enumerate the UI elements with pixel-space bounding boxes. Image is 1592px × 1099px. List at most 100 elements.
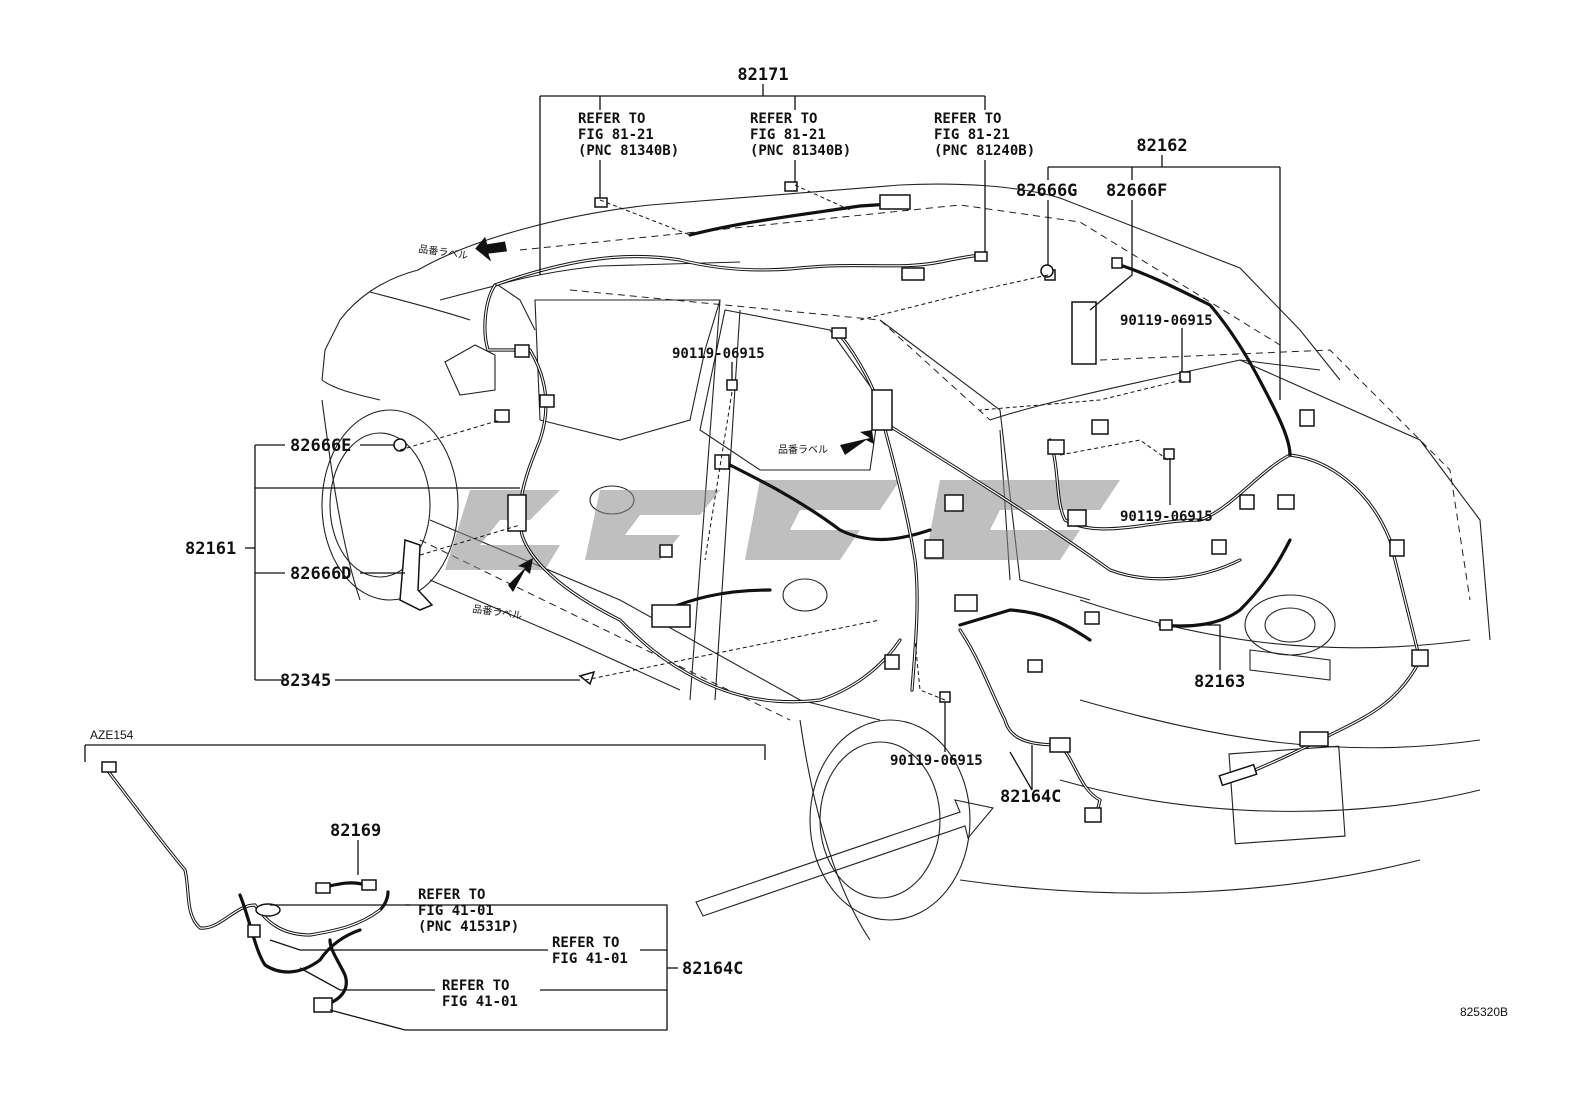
connector — [651, 604, 691, 628]
connector — [784, 181, 798, 192]
connector-group — [393, 181, 1429, 823]
connector — [494, 409, 510, 423]
connector — [361, 879, 377, 891]
arrow-icon — [508, 558, 533, 592]
connector — [1084, 807, 1102, 823]
clip-82666g-icon — [1040, 264, 1054, 278]
bolt-icon — [1179, 371, 1191, 383]
ref-r2-line3: (PNC 81340B) — [750, 143, 851, 159]
connector — [514, 344, 530, 358]
ref-r5-line2: FIG 41-01 — [552, 951, 628, 967]
main-harness-82161 — [838, 333, 1242, 692]
connector — [1411, 649, 1429, 667]
connector — [1027, 659, 1043, 673]
connector — [924, 539, 944, 559]
connector — [1218, 763, 1258, 787]
main-harness-82171 — [483, 201, 987, 704]
connector — [944, 494, 964, 512]
clip-82666e-icon — [393, 438, 407, 452]
grommet-icon — [255, 903, 281, 917]
ref-r1-line1: REFER TO — [578, 111, 645, 127]
connector — [1211, 539, 1227, 555]
connector — [594, 197, 608, 208]
connector — [1084, 611, 1100, 625]
connector — [879, 194, 911, 210]
part-82161-label[interactable]: 82161 — [185, 539, 236, 559]
connector — [1049, 737, 1071, 753]
part-82163-label[interactable]: 82163 — [1194, 672, 1245, 692]
ref-r3-line1: REFER TO — [934, 111, 1001, 127]
part-82345-label[interactable]: 82345 — [280, 671, 331, 691]
connector — [901, 267, 925, 281]
ref-r3-line2: FIG 81-21 — [934, 127, 1010, 143]
connector — [315, 882, 331, 894]
connector — [101, 761, 117, 773]
bolt-icon — [726, 379, 738, 391]
part-82171-label[interactable]: 82171 — [737, 65, 788, 85]
label-note-jp-2: 品番ラベル — [778, 444, 828, 456]
label-note-jp-3: 品番ラベル — [472, 603, 523, 622]
part-82666d-label[interactable]: 82666D — [290, 564, 351, 584]
connector — [313, 997, 333, 1013]
ref-r6-line1: REFER TO — [442, 978, 509, 994]
part-82666e-label[interactable]: 82666E — [290, 436, 351, 456]
connector — [507, 494, 527, 532]
part-82666g-label[interactable]: 82666G — [1016, 181, 1077, 201]
ref-r6-line2: FIG 41-01 — [442, 994, 518, 1010]
connector — [974, 251, 988, 262]
part-82666f-label[interactable]: 82666F — [1106, 181, 1167, 201]
connector — [871, 389, 893, 431]
main-harness-82162 — [1048, 263, 1422, 662]
watermark-logo — [445, 480, 1120, 570]
connector — [831, 327, 847, 339]
arrow-icon — [840, 430, 874, 455]
connector — [1239, 494, 1255, 510]
ref-r2-line1: REFER TO — [750, 111, 817, 127]
connector — [1111, 257, 1123, 269]
connector — [1389, 539, 1405, 557]
bolt-icon — [939, 691, 951, 703]
ref-r5-line1: REFER TO — [552, 935, 619, 951]
connector — [1091, 419, 1109, 435]
connector — [954, 594, 978, 612]
connector — [1277, 494, 1295, 510]
part-90119-label-b[interactable]: 90119-06915 — [672, 346, 765, 362]
clip-82345-icon — [578, 670, 596, 686]
ref-r4-line2: FIG 41-01 — [418, 903, 494, 919]
part-82162-label[interactable]: 82162 — [1136, 136, 1187, 156]
connector — [539, 394, 555, 408]
connector — [1299, 409, 1315, 427]
connector — [1067, 509, 1087, 527]
diagram-code: 825320B — [1460, 1005, 1508, 1019]
part-82164c-label-inset[interactable]: 82164C — [682, 959, 743, 979]
part-82164c-label-main[interactable]: 82164C — [1000, 787, 1061, 807]
ref-r1-line2: FIG 81-21 — [578, 127, 654, 143]
connector — [1047, 439, 1065, 455]
part-82169-label[interactable]: 82169 — [330, 821, 381, 841]
arrow-icon — [475, 236, 508, 262]
part-labels: 82171 REFER TO FIG 81-21 (PNC 81340B) RE… — [90, 65, 1508, 1019]
main-harness-82164C — [958, 608, 1422, 822]
part-90119-label-d[interactable]: 90119-06915 — [890, 753, 983, 769]
relay-block — [1071, 301, 1097, 365]
ref-r4-line1: REFER TO — [418, 887, 485, 903]
connector — [1159, 619, 1173, 631]
ref-r4-line3: (PNC 41531P) — [418, 919, 519, 935]
leader-lines — [245, 84, 1281, 791]
ref-r3-line3: (PNC 81240B) — [934, 143, 1035, 159]
label-note-jp-1: 品番ラベル — [418, 243, 469, 262]
ref-r1-line3: (PNC 81340B) — [578, 143, 679, 159]
bracket-82666d-icon — [399, 538, 434, 611]
part-90119-label-a[interactable]: 90119-06915 — [1120, 313, 1213, 329]
ref-r2-line2: FIG 81-21 — [750, 127, 826, 143]
connector — [659, 544, 673, 558]
bolt-icon — [1163, 448, 1175, 460]
connector — [884, 654, 900, 670]
label-arrows — [475, 236, 995, 917]
inset-panel-aze154 — [84, 744, 766, 1031]
part-90119-label-c[interactable]: 90119-06915 — [1120, 509, 1213, 525]
connector — [247, 924, 261, 938]
connector — [1299, 731, 1329, 747]
